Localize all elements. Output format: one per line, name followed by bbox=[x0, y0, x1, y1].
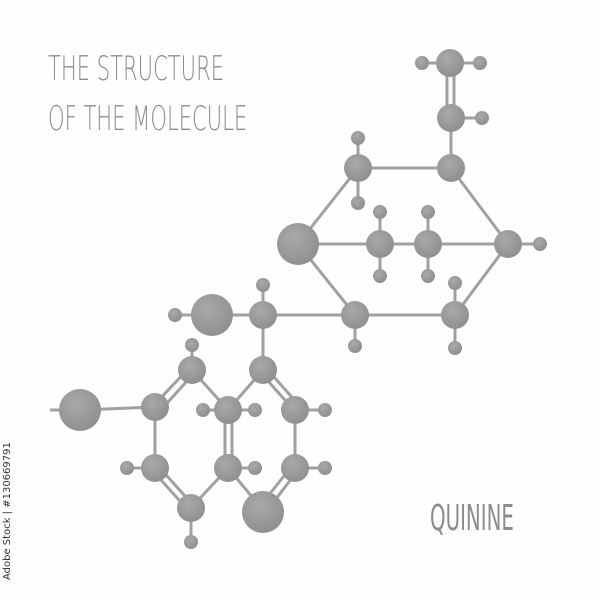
title-line-2: of the molecule bbox=[48, 99, 248, 139]
title: The structure of the molecule bbox=[48, 44, 247, 144]
stock-credit: Adobe Stock | #130669791 bbox=[2, 442, 13, 580]
molecule-name: QUININE bbox=[430, 498, 514, 539]
title-line-1: The structure bbox=[48, 49, 225, 89]
atoms bbox=[59, 49, 547, 549]
